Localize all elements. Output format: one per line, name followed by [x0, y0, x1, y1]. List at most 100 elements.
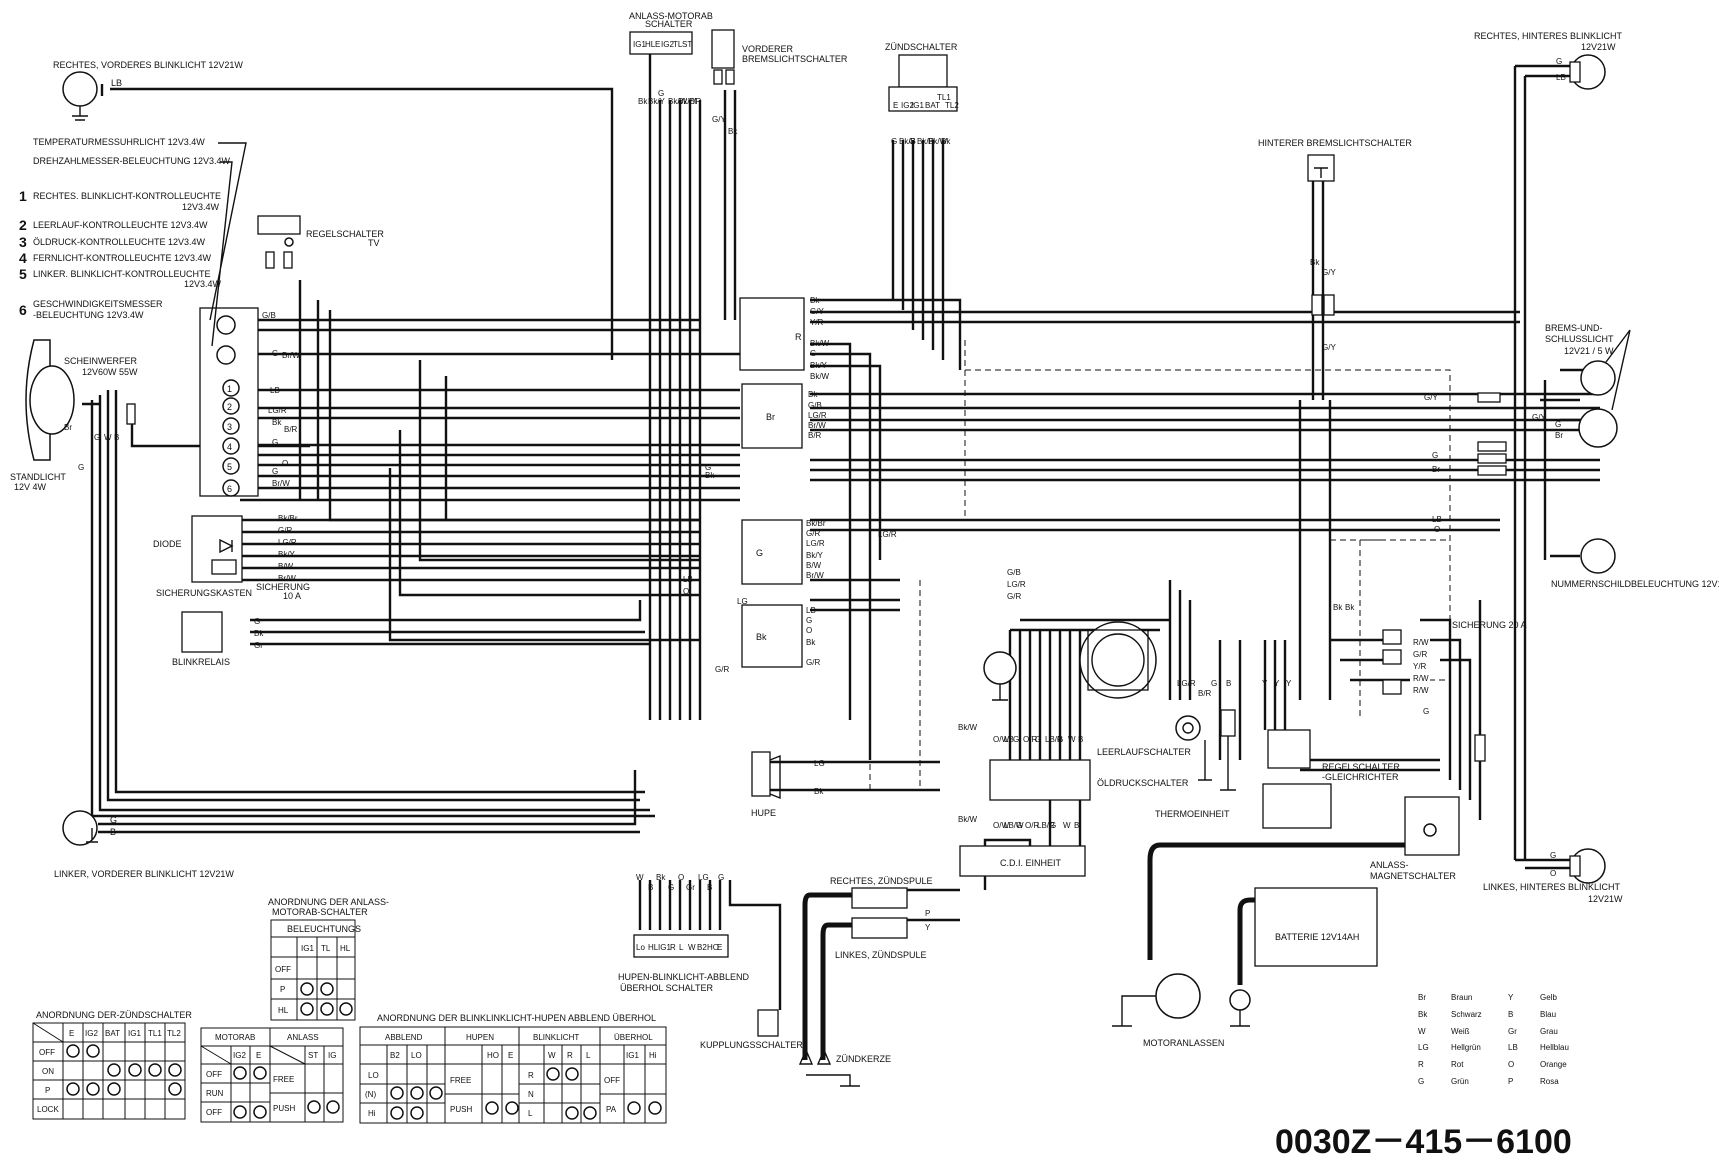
svg-text:BAT: BAT — [925, 101, 940, 110]
pulse-generator — [983, 651, 1017, 701]
rear-right-turn-signal: RECHTES, HINTERES BLINKLICHT 12V21W G LB — [1474, 31, 1623, 90]
svg-text:R: R — [528, 1071, 534, 1080]
svg-text:G: G — [806, 616, 812, 625]
indicator-6-label: GESCHWINDIGKEITSMESSER — [33, 299, 163, 309]
svg-text:Braun: Braun — [1451, 993, 1472, 1002]
indicator-1-num: 1 — [19, 188, 27, 204]
brake-tail-label-3: 12V21 / 5 W — [1564, 346, 1614, 356]
parking-light-label-1: STANDLICHT — [10, 472, 66, 482]
svg-text:LG/R: LG/R — [1177, 679, 1196, 688]
svg-text:L: L — [528, 1109, 533, 1118]
svg-text:LB: LB — [806, 606, 816, 615]
svg-text:TL: TL — [321, 944, 331, 953]
svg-text:Gr: Gr — [686, 883, 695, 892]
fuse-box: DIODE SICHERUNGSKASTEN SICHERUNG 10 A — [153, 515, 310, 601]
indicator-4-label: FERNLICHT-KONTROLLEUCHTE 12V3.4W — [33, 253, 212, 263]
rear-right-turn-label-1: RECHTES, HINTERES BLINKLICHT — [1474, 31, 1623, 41]
svg-text:IG1: IG1 — [911, 101, 924, 110]
svg-text:G: G — [1423, 707, 1429, 716]
svg-text:G: G — [78, 463, 84, 472]
svg-text:G/R: G/R — [806, 658, 820, 667]
tail-wire-tags: G/Y G Br LB O — [1424, 392, 1507, 534]
spark-plug-label: ZÜNDKERZE — [836, 1054, 891, 1064]
indicator-6-rating: -BELEUCHTUNG 12V3.4W — [33, 310, 144, 320]
svg-text:Bk/W: Bk/W — [958, 723, 978, 732]
tail-wire-gy: G/Y — [1532, 413, 1546, 422]
brake-tail-label-2: SCHLUSSLICHT — [1545, 334, 1614, 344]
svg-text:IG1: IG1 — [633, 40, 646, 49]
svg-text:G: G — [1035, 735, 1041, 744]
front-left-turn-label: LINKER, VORDERER BLINKLICHT 12V21W — [54, 869, 234, 879]
svg-text:W: W — [548, 1051, 556, 1060]
svg-text:IG1: IG1 — [658, 943, 671, 952]
svg-text:Bk: Bk — [808, 390, 818, 399]
rear-brake-switch: HINTERER BREMSLICHTSCHALTER Bk G/Y G/Y — [1258, 138, 1412, 352]
svg-text:Bk/Y: Bk/Y — [648, 97, 666, 106]
tail-wire-br: Br — [1555, 431, 1563, 440]
svg-text:HL: HL — [648, 943, 659, 952]
svg-text:G: G — [94, 433, 100, 442]
svg-text:Bk: Bk — [810, 296, 820, 305]
svg-text:B/W: B/W — [278, 562, 294, 571]
svg-text:Orange: Orange — [1540, 1060, 1567, 1069]
svg-text:Schwarz: Schwarz — [1451, 1010, 1482, 1019]
svg-text:W: W — [636, 873, 644, 882]
svg-text:OFF: OFF — [604, 1076, 620, 1085]
svg-text:W: W — [1418, 1027, 1426, 1036]
svg-text:Bk/W: Bk/W — [810, 372, 830, 381]
svg-text:G: G — [705, 463, 711, 472]
svg-text:LG/R: LG/R — [806, 539, 825, 548]
front-left-turn-signal: LINKER, VORDERER BLINKLICHT 12V21W G B — [54, 810, 234, 879]
svg-text:O/R: O/R — [1023, 735, 1037, 744]
handlebar-switch-label-1: HUPEN-BLINKLICHT-ABBLEND — [618, 972, 750, 982]
svg-text:Br/W: Br/W — [808, 421, 826, 430]
svg-text:IG1: IG1 — [128, 1029, 141, 1038]
svg-text:PA: PA — [606, 1105, 617, 1114]
svg-text:Bk/Br: Bk/Br — [278, 514, 298, 523]
svg-text:G/Y: G/Y — [810, 307, 824, 316]
tacho-label: DREHZAHLMESSER-BELEUCHTUNG 12V3.4W — [33, 156, 231, 166]
svg-text:TL1: TL1 — [937, 93, 951, 102]
svg-text:(N): (N) — [365, 1090, 376, 1099]
regulator-rectifier-label-1: REGELSCHALTER — [1322, 762, 1400, 772]
svg-text:G/R: G/R — [715, 665, 729, 674]
svg-text:B: B — [1226, 679, 1231, 688]
svg-text:IG1: IG1 — [626, 1051, 639, 1060]
svg-text:Br: Br — [64, 423, 72, 432]
svg-text:P: P — [45, 1086, 50, 1095]
front-right-turn-label: RECHTES, VORDERES BLINKLICHT 12V21W — [53, 60, 243, 70]
svg-text:G: G — [718, 873, 724, 882]
svg-text:Br/W: Br/W — [278, 574, 296, 583]
alternator — [1079, 621, 1157, 699]
svg-text:2: 2 — [227, 402, 232, 412]
svg-text:Bk/W: Bk/W — [958, 815, 978, 824]
svg-text:Y/R: Y/R — [810, 318, 824, 327]
svg-text:LO: LO — [411, 1051, 422, 1060]
handlebar-switch: Lo HL IG1 R L W B2 HO E W B Bk G O Gr LG… — [618, 873, 750, 993]
svg-text:B: B — [1074, 821, 1079, 830]
svg-text:R: R — [567, 1051, 573, 1060]
svg-text:W: W — [1063, 821, 1071, 830]
svg-text:B/W: B/W — [806, 561, 822, 570]
svg-text:G: G — [272, 467, 278, 476]
svg-text:MOTORAB: MOTORAB — [215, 1033, 255, 1042]
engine-sensors: LEERLAUFSCHALTER ÖLDRUCKSCHALTER THERMOE… — [1097, 709, 1236, 819]
svg-text:Bk/W: Bk/W — [668, 97, 688, 106]
front-brake-label-1: VORDERER — [742, 44, 794, 54]
svg-text:O: O — [678, 873, 684, 882]
main-fuse-label: SICHERUNG 20 A — [1452, 620, 1527, 630]
svg-text:E: E — [655, 40, 660, 49]
svg-text:L: L — [586, 1051, 591, 1060]
ignition-switch: ZÜNDSCHALTER E IG2 IG1 BAT TL1 TL2 G Bk/… — [885, 42, 959, 146]
battery-label: BATTERIE 12V14AH — [1275, 932, 1359, 942]
svg-text:Bk/W: Bk/W — [928, 137, 948, 146]
svg-text:Hellblau: Hellblau — [1540, 1043, 1569, 1052]
svg-text:LG/R: LG/R — [1007, 580, 1026, 589]
svg-text:B/R: B/R — [1198, 689, 1212, 698]
svg-text:Y: Y — [1274, 679, 1280, 688]
regulator-switch-sub: TV — [368, 238, 380, 248]
neutral-switch-label: LEERLAUFSCHALTER — [1097, 747, 1191, 757]
svg-text:Bk: Bk — [728, 127, 738, 136]
regulator-switch-label: REGELSCHALTER — [306, 229, 384, 239]
rear-brake-wire-gy: G/Y — [1322, 268, 1336, 277]
